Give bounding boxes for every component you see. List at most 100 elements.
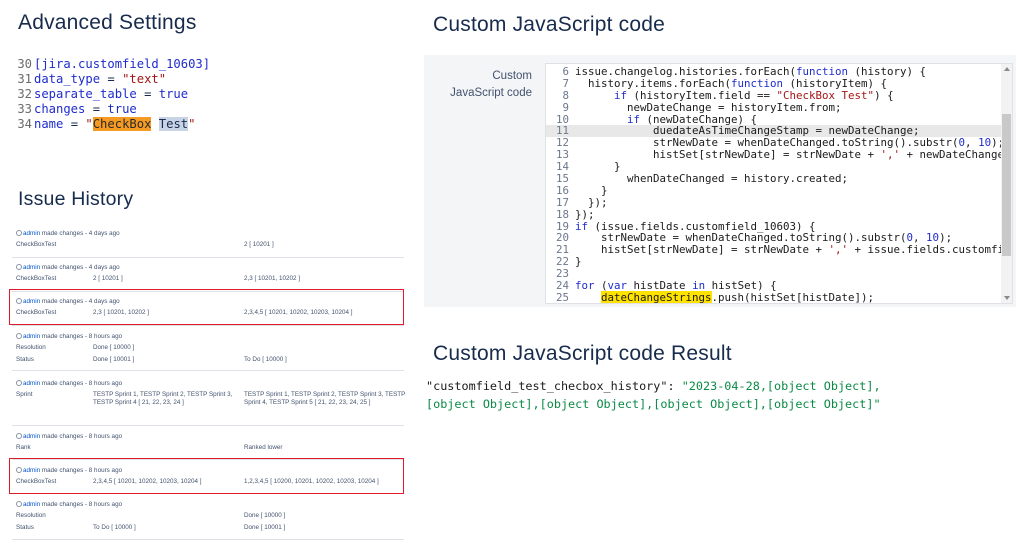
code-token: ,	[965, 136, 979, 150]
code-token: 10	[926, 231, 940, 245]
code-token: function	[731, 76, 784, 90]
code-token: histSet[strNewDate] = strNewDate +	[575, 243, 829, 257]
line-number: 9	[562, 100, 569, 114]
code-token: duedateAsTimeChangeStamp = newDateChange…	[575, 124, 920, 138]
old-value: TESTP Sprint 1, TESTP Sprint 2, TESTP Sp…	[93, 391, 233, 406]
field-name: CheckBoxTest	[16, 275, 57, 282]
user-avatar-icon	[16, 380, 22, 386]
old-value: 2 [ 10201 ]	[93, 275, 123, 282]
code-token: + issue.fields.customfield_10603;	[854, 243, 1013, 257]
line-number: 30	[17, 57, 32, 71]
line-number: 34	[17, 117, 32, 131]
code-token: (newDateChange) {	[640, 112, 758, 126]
new-value: Done [ 10001 ]	[244, 524, 286, 531]
editor-scrollbar[interactable]	[1001, 64, 1012, 303]
code-token: histSet) {	[705, 279, 777, 293]
code-token: (historyItem.field ==	[627, 88, 777, 102]
line-number: 8	[562, 88, 569, 102]
line-number: 24	[555, 279, 569, 293]
line-number: 6	[562, 65, 569, 78]
code-token: if	[575, 219, 589, 233]
code-token: for	[575, 279, 595, 293]
code-line: 9 newDateChange = historyItem.from;	[546, 100, 1012, 114]
scroll-up-arrow-icon[interactable]	[1004, 67, 1010, 71]
user-link[interactable]: admin	[23, 433, 41, 440]
user-link[interactable]: admin	[23, 230, 41, 237]
code-token: "	[85, 117, 93, 131]
line-number: 21	[555, 243, 569, 257]
history-entry-header: admin made changes - 8 hours ago	[16, 333, 122, 340]
history-entry-header: admin made changes - 4 days ago	[16, 264, 120, 271]
user-link[interactable]: admin	[23, 264, 41, 271]
code-line: 14 }	[546, 161, 1012, 173]
code-token: issue.changelog.histories.forEach(	[575, 65, 797, 78]
code-line: 22}	[546, 256, 1012, 268]
line-number: 11	[555, 124, 569, 138]
code-token: newDateChange = historyItem.from;	[575, 100, 842, 114]
history-entry-header: admin made changes - 8 hours ago	[16, 380, 122, 387]
code-line: 20 strNewDate = whenDateChanged.toString…	[546, 231, 1012, 245]
history-entry-header: admin made changes - 8 hours ago	[16, 467, 122, 474]
code-lines[interactable]: 6 issue.changelog.histories.forEach(funct…	[546, 65, 1013, 304]
user-link[interactable]: admin	[23, 380, 41, 387]
scroll-thumb[interactable]	[1002, 114, 1011, 256]
new-value: Done [ 10000 ]	[244, 512, 286, 519]
code-line: 15 whenDateChanged = history.created;	[546, 172, 1012, 186]
code-token: history.items.forEach(	[575, 76, 732, 90]
user-link[interactable]: admin	[23, 333, 41, 340]
result-value-part-2: [object Object],[object Object],[object …	[426, 396, 881, 411]
history-entry-header: admin made changes - 4 days ago	[16, 230, 120, 237]
code-token: );	[991, 136, 1005, 150]
user-avatar-icon	[16, 298, 22, 304]
change-time: made changes - 4 days ago	[40, 230, 120, 237]
code-token: "text"	[122, 72, 167, 86]
change-time: made changes - 8 hours ago	[40, 380, 123, 387]
scroll-down-arrow-icon[interactable]	[1004, 296, 1010, 300]
code-token: ) {	[874, 88, 894, 102]
user-link[interactable]: admin	[23, 501, 41, 508]
line-number: 10	[555, 112, 569, 126]
line-number: 15	[555, 172, 569, 186]
field-name: Resolution	[16, 344, 46, 351]
code-line: 25 dateChangeStrings.push(histSet[histDa…	[546, 290, 1012, 304]
code-token: CheckBox	[92, 117, 152, 131]
change-time: made changes - 8 hours ago	[40, 501, 123, 508]
new-value: 2,3,4,5 [ 10201, 10202, 10203, 10204 ]	[244, 309, 353, 316]
old-value: Done [ 10000 ]	[93, 344, 135, 351]
code-editor[interactable]: 6 issue.changelog.histories.forEach(funct…	[545, 63, 1013, 304]
code-token: true	[158, 87, 189, 101]
custom-js-result-title: Custom JavaScript code Result	[433, 342, 732, 365]
change-time: made changes - 4 days ago	[40, 264, 120, 271]
history-entry-header: admin made changes - 4 days ago	[16, 298, 120, 305]
line-number: 16	[555, 183, 569, 197]
history-entry-header: admin made changes - 8 hours ago	[16, 501, 122, 508]
code-line: 17 });	[546, 196, 1012, 209]
code-token: (	[594, 279, 608, 293]
code-token: "CheckBox Test"	[776, 88, 875, 102]
code-line: 13 histSet[strNewDate] = strNewDate + ',…	[546, 149, 1012, 161]
issue-history-title: Issue History	[18, 188, 134, 210]
line-number: 20	[555, 231, 569, 245]
code-token: dateChangeStrings	[601, 290, 712, 304]
new-value: 2,3 [ 10201, 10202 ]	[244, 275, 301, 282]
user-avatar-icon	[16, 230, 22, 236]
user-link[interactable]: admin	[23, 298, 41, 305]
user-link[interactable]: admin	[23, 467, 41, 474]
code-token: ','	[828, 243, 849, 257]
code-token: separate_table	[34, 87, 137, 101]
line-number: 7	[562, 76, 569, 90]
code-token: histDate	[627, 279, 693, 293]
change-time: made changes - 8 hours ago	[40, 467, 123, 474]
change-time: made changes - 8 hours ago	[40, 433, 123, 440]
code-token: (issue.fields.customfield_10603) {	[588, 219, 816, 233]
field-name: Status	[16, 524, 34, 531]
code-token: (history) {	[848, 65, 927, 78]
